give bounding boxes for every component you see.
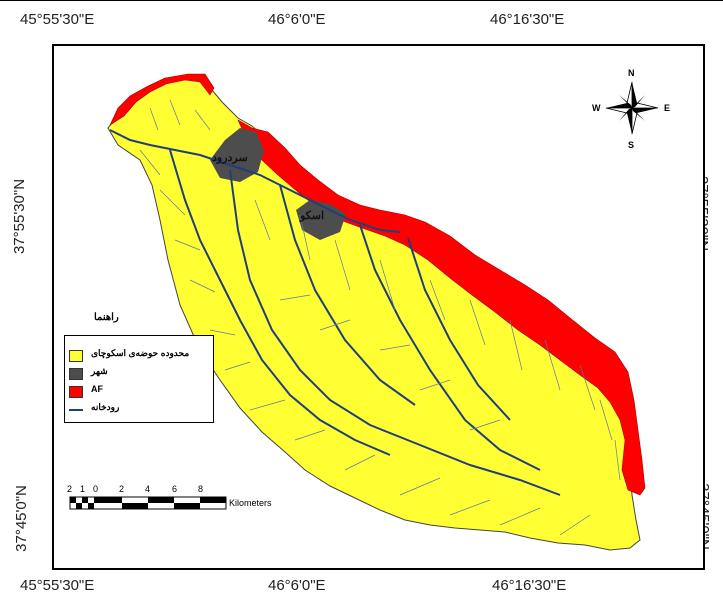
north-label: N <box>628 68 635 78</box>
legend-item-af: AF <box>65 384 213 400</box>
scale-tick: 4 <box>145 484 151 494</box>
river-main-2 <box>169 149 391 456</box>
city-osku <box>296 200 346 240</box>
scale-tick: 6 <box>172 484 178 494</box>
west-label: W <box>592 103 601 113</box>
legend-label: محدوده حوضه‌ی اسکوچای <box>91 348 190 358</box>
legend-swatch <box>69 386 83 398</box>
city-label-osku: اسکو <box>300 210 325 222</box>
east-label: E <box>664 103 671 113</box>
scale-tick: 2 <box>119 484 125 494</box>
scale-unit: Kilometers <box>229 498 272 508</box>
scale-tick: 8 <box>198 484 204 494</box>
river-main-3 <box>229 169 561 496</box>
north-arrow-icon <box>605 81 659 135</box>
coord-bottom-2: 46°6'0"E <box>268 577 326 594</box>
south-label: S <box>628 140 635 150</box>
legend-title: راهنما <box>94 312 119 323</box>
scale-bar <box>69 496 227 510</box>
coord-top-3: 46°16'30"E <box>490 11 565 28</box>
city-sardroud <box>210 128 264 182</box>
river-main-1 <box>109 129 401 233</box>
river-main-4 <box>279 184 416 406</box>
legend-label: شهر <box>91 366 108 376</box>
city-label-sardroud: سردرود <box>212 152 248 164</box>
legend-item-city: شهر <box>65 366 213 382</box>
coord-bottom-1: 45°55'30"E <box>20 577 95 594</box>
coord-bottom-3: 46°16'30"E <box>492 577 567 594</box>
river-main-5 <box>359 224 541 471</box>
legend-swatch <box>69 368 83 380</box>
legend-line <box>69 409 83 411</box>
river-main-6 <box>407 237 511 421</box>
top-rule <box>0 0 723 1</box>
af-zone <box>109 73 646 496</box>
scale-tick: 2 <box>67 484 73 494</box>
scale-tick: 0 <box>93 484 99 494</box>
legend-item-river: رودخانه <box>65 402 213 418</box>
legend: محدوده حوضه‌ی اسکوچای شهر AF رودخانه <box>64 335 214 423</box>
legend-label: رودخانه <box>91 402 120 412</box>
legend-swatch <box>69 350 83 362</box>
coord-top-1: 45°55'30"E <box>20 11 95 28</box>
legend-label: AF <box>91 384 103 394</box>
coord-top-2: 46°6'0"E <box>268 11 326 28</box>
legend-item-basin: محدوده حوضه‌ی اسکوچای <box>65 348 213 364</box>
scale-tick: 1 <box>80 484 86 494</box>
